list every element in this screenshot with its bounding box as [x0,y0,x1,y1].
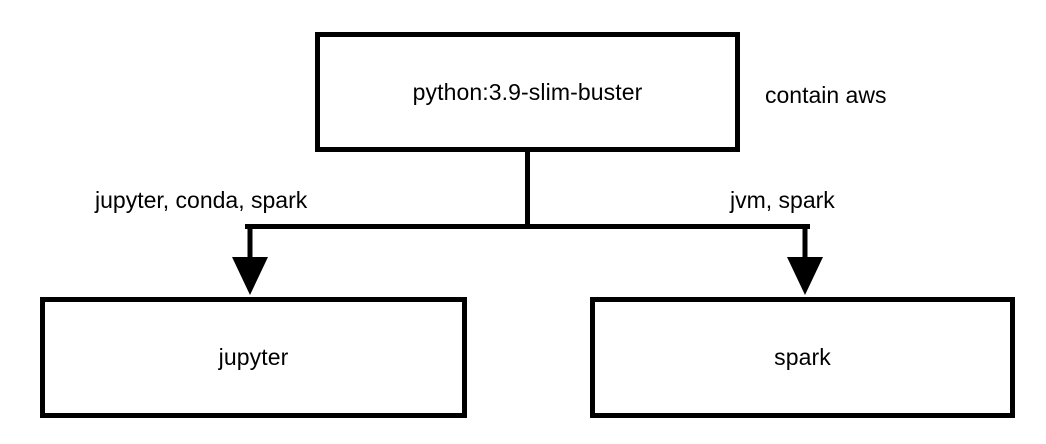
edge-label-base-to-jupyter: jupyter, conda, spark [95,187,308,213]
arrowhead-jupyter-icon [232,257,268,295]
node-base-image-label: python:3.9-slim-buster [412,78,643,105]
edge-label-base-to-spark: jvm, spark [730,187,835,213]
node-spark[interactable]: spark [590,297,1015,418]
node-spark-label: spark [774,344,831,370]
annotation-contain-aws: contain aws [765,82,887,108]
node-base-image[interactable]: python:3.9-slim-buster [315,32,740,152]
node-jupyter[interactable]: jupyter [40,297,467,418]
node-jupyter-label: jupyter [218,344,289,370]
arrowhead-spark-icon [787,257,823,295]
